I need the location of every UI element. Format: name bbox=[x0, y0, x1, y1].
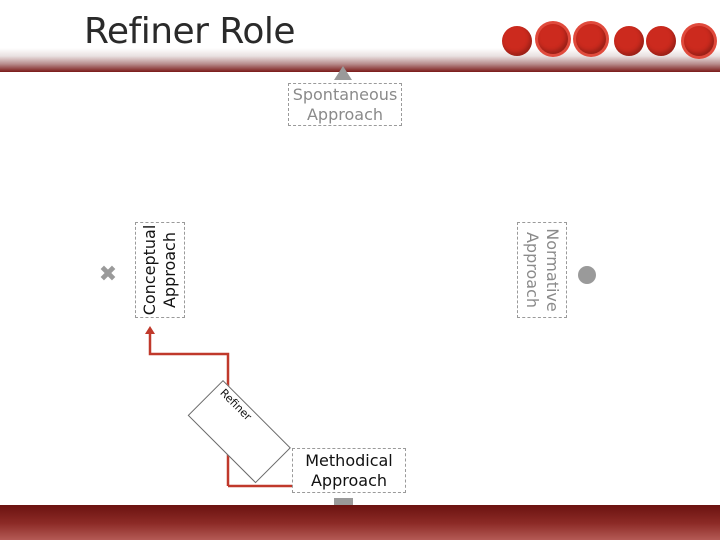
normative-line2: Approach bbox=[523, 231, 542, 308]
spontaneous-approach-box: Spontaneous Approach bbox=[288, 83, 402, 126]
cross-icon: ✖ bbox=[98, 262, 118, 287]
spontaneous-line2: Approach bbox=[306, 105, 383, 124]
gear-icon bbox=[684, 26, 714, 56]
conceptual-line2: Approach bbox=[160, 232, 179, 309]
normative-label: Normative Approach bbox=[522, 220, 562, 320]
header-band: Refiner Role bbox=[0, 0, 720, 72]
conceptual-approach-box: Conceptual Approach bbox=[135, 222, 185, 318]
footer-band bbox=[0, 505, 720, 540]
normative-line1: Normative bbox=[543, 228, 562, 312]
gear-icon bbox=[614, 26, 644, 56]
methodical-approach-box: Methodical Approach bbox=[292, 448, 406, 493]
conceptual-line1: Conceptual bbox=[140, 224, 159, 316]
gear-icon bbox=[646, 26, 676, 56]
spontaneous-line1: Spontaneous bbox=[292, 85, 398, 104]
gear-icon bbox=[502, 26, 532, 56]
conceptual-label: Conceptual Approach bbox=[140, 220, 180, 320]
triangle-icon bbox=[334, 66, 352, 80]
methodical-line1: Methodical bbox=[305, 451, 393, 470]
circle-icon bbox=[578, 266, 596, 284]
connector-arrowhead bbox=[145, 326, 155, 334]
normative-approach-box: Normative Approach bbox=[517, 222, 567, 318]
slide-title: Refiner Role bbox=[84, 11, 296, 52]
methodical-line2: Approach bbox=[310, 471, 387, 490]
gear-icon bbox=[576, 24, 606, 54]
gear-icon bbox=[538, 24, 568, 54]
